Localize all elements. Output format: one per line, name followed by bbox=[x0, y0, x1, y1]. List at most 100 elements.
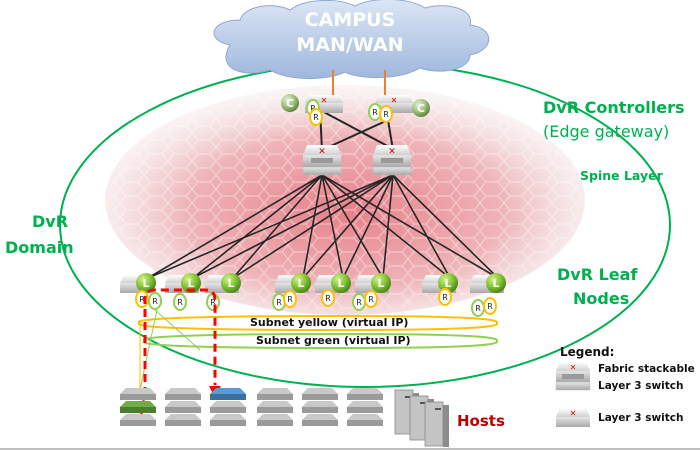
svg-text:R: R bbox=[313, 113, 319, 122]
svg-text:✕: ✕ bbox=[570, 363, 577, 372]
domain-label-line1: DvR bbox=[31, 212, 69, 231]
controllers-subtitle: (Edge gateway) bbox=[543, 122, 670, 141]
leaf-badge: L bbox=[438, 273, 458, 293]
leaf-badge: L bbox=[181, 273, 201, 293]
svg-text:C: C bbox=[417, 102, 425, 115]
host-link-green bbox=[139, 304, 159, 391]
router-badge: R bbox=[438, 288, 452, 306]
leaf-switch: L bbox=[315, 273, 351, 293]
legend-item-fabric: Fabric stackable Layer 3 switch bbox=[598, 361, 695, 395]
leaf-badge: L bbox=[136, 273, 156, 293]
spine-switch-2: ✕ bbox=[372, 145, 412, 176]
svg-text:R: R bbox=[356, 298, 362, 307]
hosts-label: Hosts bbox=[457, 412, 505, 430]
svg-text:R: R bbox=[368, 295, 374, 304]
svg-text:✕: ✕ bbox=[318, 146, 326, 156]
subnet-green-label: Subnet green (virtual IP) bbox=[256, 334, 411, 347]
controllers-title: DvR Controllers bbox=[543, 98, 685, 117]
leaf-badge: L bbox=[221, 273, 241, 293]
controller-badge-2: C bbox=[412, 99, 430, 117]
host-link-green-2 bbox=[154, 309, 201, 351]
host-server-stack bbox=[302, 388, 338, 426]
router-badge: R bbox=[173, 293, 187, 311]
svg-text:R: R bbox=[372, 108, 378, 117]
svg-text:L: L bbox=[377, 277, 384, 290]
svg-text:L: L bbox=[444, 277, 451, 290]
svg-text:L: L bbox=[297, 277, 304, 290]
svg-text:R: R bbox=[276, 298, 282, 307]
leaf-switch: L bbox=[165, 273, 201, 293]
host-server-stack bbox=[210, 388, 246, 426]
cloud-line-2: MAN/WAN bbox=[296, 34, 404, 56]
svg-text:R: R bbox=[383, 110, 389, 119]
svg-text:L: L bbox=[227, 277, 234, 290]
legend-fabric-line1: Fabric stackable bbox=[598, 363, 695, 375]
leaf-label-line2: Nodes bbox=[573, 289, 630, 308]
controller-badge-1: C bbox=[281, 94, 299, 112]
host-server-stack bbox=[165, 388, 201, 426]
leaf-switch: L bbox=[355, 273, 391, 293]
svg-text:L: L bbox=[492, 277, 499, 290]
svg-text:L: L bbox=[142, 277, 149, 290]
router-badge: R bbox=[148, 292, 162, 310]
router-badge: R bbox=[309, 108, 323, 126]
router-badge: R bbox=[471, 299, 485, 317]
router-badge: R bbox=[483, 297, 497, 315]
leaf-badge: L bbox=[371, 273, 391, 293]
router-badge: R bbox=[206, 293, 220, 311]
spine-layer-label: Spine Layer bbox=[580, 168, 663, 183]
svg-text:✕: ✕ bbox=[388, 146, 396, 156]
legend-title: Legend: bbox=[560, 345, 615, 359]
subnet-yellow-label: Subnet yellow (virtual IP) bbox=[250, 316, 409, 329]
svg-text:R: R bbox=[475, 304, 481, 313]
host-server-stack bbox=[257, 388, 293, 426]
host-tower-server bbox=[424, 401, 449, 447]
svg-text:L: L bbox=[337, 277, 344, 290]
leaf-switch: L bbox=[422, 273, 458, 293]
svg-text:R: R bbox=[210, 298, 216, 307]
svg-text:✕: ✕ bbox=[391, 96, 398, 105]
svg-text:R: R bbox=[442, 293, 448, 302]
subnet-yellow-ring bbox=[137, 314, 499, 332]
legend-item-layer3: Layer 3 switch bbox=[598, 412, 684, 424]
router-badge: R bbox=[352, 293, 366, 311]
domain-label-line2: Domain bbox=[5, 238, 74, 257]
leaf-badge: L bbox=[291, 273, 311, 293]
leaf-switch: L bbox=[470, 273, 506, 293]
leaf-badge: L bbox=[331, 273, 351, 293]
svg-text:R: R bbox=[310, 104, 316, 113]
router-badge: R bbox=[321, 289, 335, 307]
campus-cloud-label: CAMPUS MAN/WAN bbox=[290, 8, 410, 58]
router-badge: R bbox=[379, 105, 393, 123]
svg-text:R: R bbox=[139, 295, 145, 304]
bottom-divider bbox=[0, 448, 700, 450]
spine-leaf-links bbox=[147, 174, 499, 279]
svg-text:R: R bbox=[487, 302, 493, 311]
legend-fabric-line2: Layer 3 switch bbox=[598, 380, 684, 392]
svg-text:R: R bbox=[152, 297, 158, 306]
svg-text:L: L bbox=[187, 277, 194, 290]
leaf-switch: L bbox=[120, 273, 156, 293]
subnet-green-ring bbox=[142, 332, 499, 350]
legend-icon-layer3-switch: ✕ bbox=[556, 408, 590, 427]
legend-icon-fabric-stackable: ✕ bbox=[555, 362, 591, 391]
svg-text:R: R bbox=[177, 298, 183, 307]
cloud-line-1: CAMPUS bbox=[304, 9, 396, 31]
host-server-stack bbox=[347, 388, 383, 426]
hosts-group bbox=[120, 388, 449, 447]
svg-text:✕: ✕ bbox=[321, 96, 328, 105]
campus-cloud bbox=[213, 0, 490, 80]
svg-text:✕: ✕ bbox=[570, 409, 577, 418]
leaf-badge: L bbox=[486, 273, 506, 293]
router-badge: R bbox=[283, 290, 297, 308]
leaf-switch: L bbox=[275, 273, 311, 293]
router-badge: R bbox=[364, 290, 378, 308]
svg-text:R: R bbox=[325, 294, 331, 303]
svg-text:C: C bbox=[286, 97, 294, 110]
leaf-label-line1: DvR Leaf bbox=[557, 265, 638, 284]
router-badge: R bbox=[272, 293, 286, 311]
host-server-stack bbox=[120, 388, 156, 426]
